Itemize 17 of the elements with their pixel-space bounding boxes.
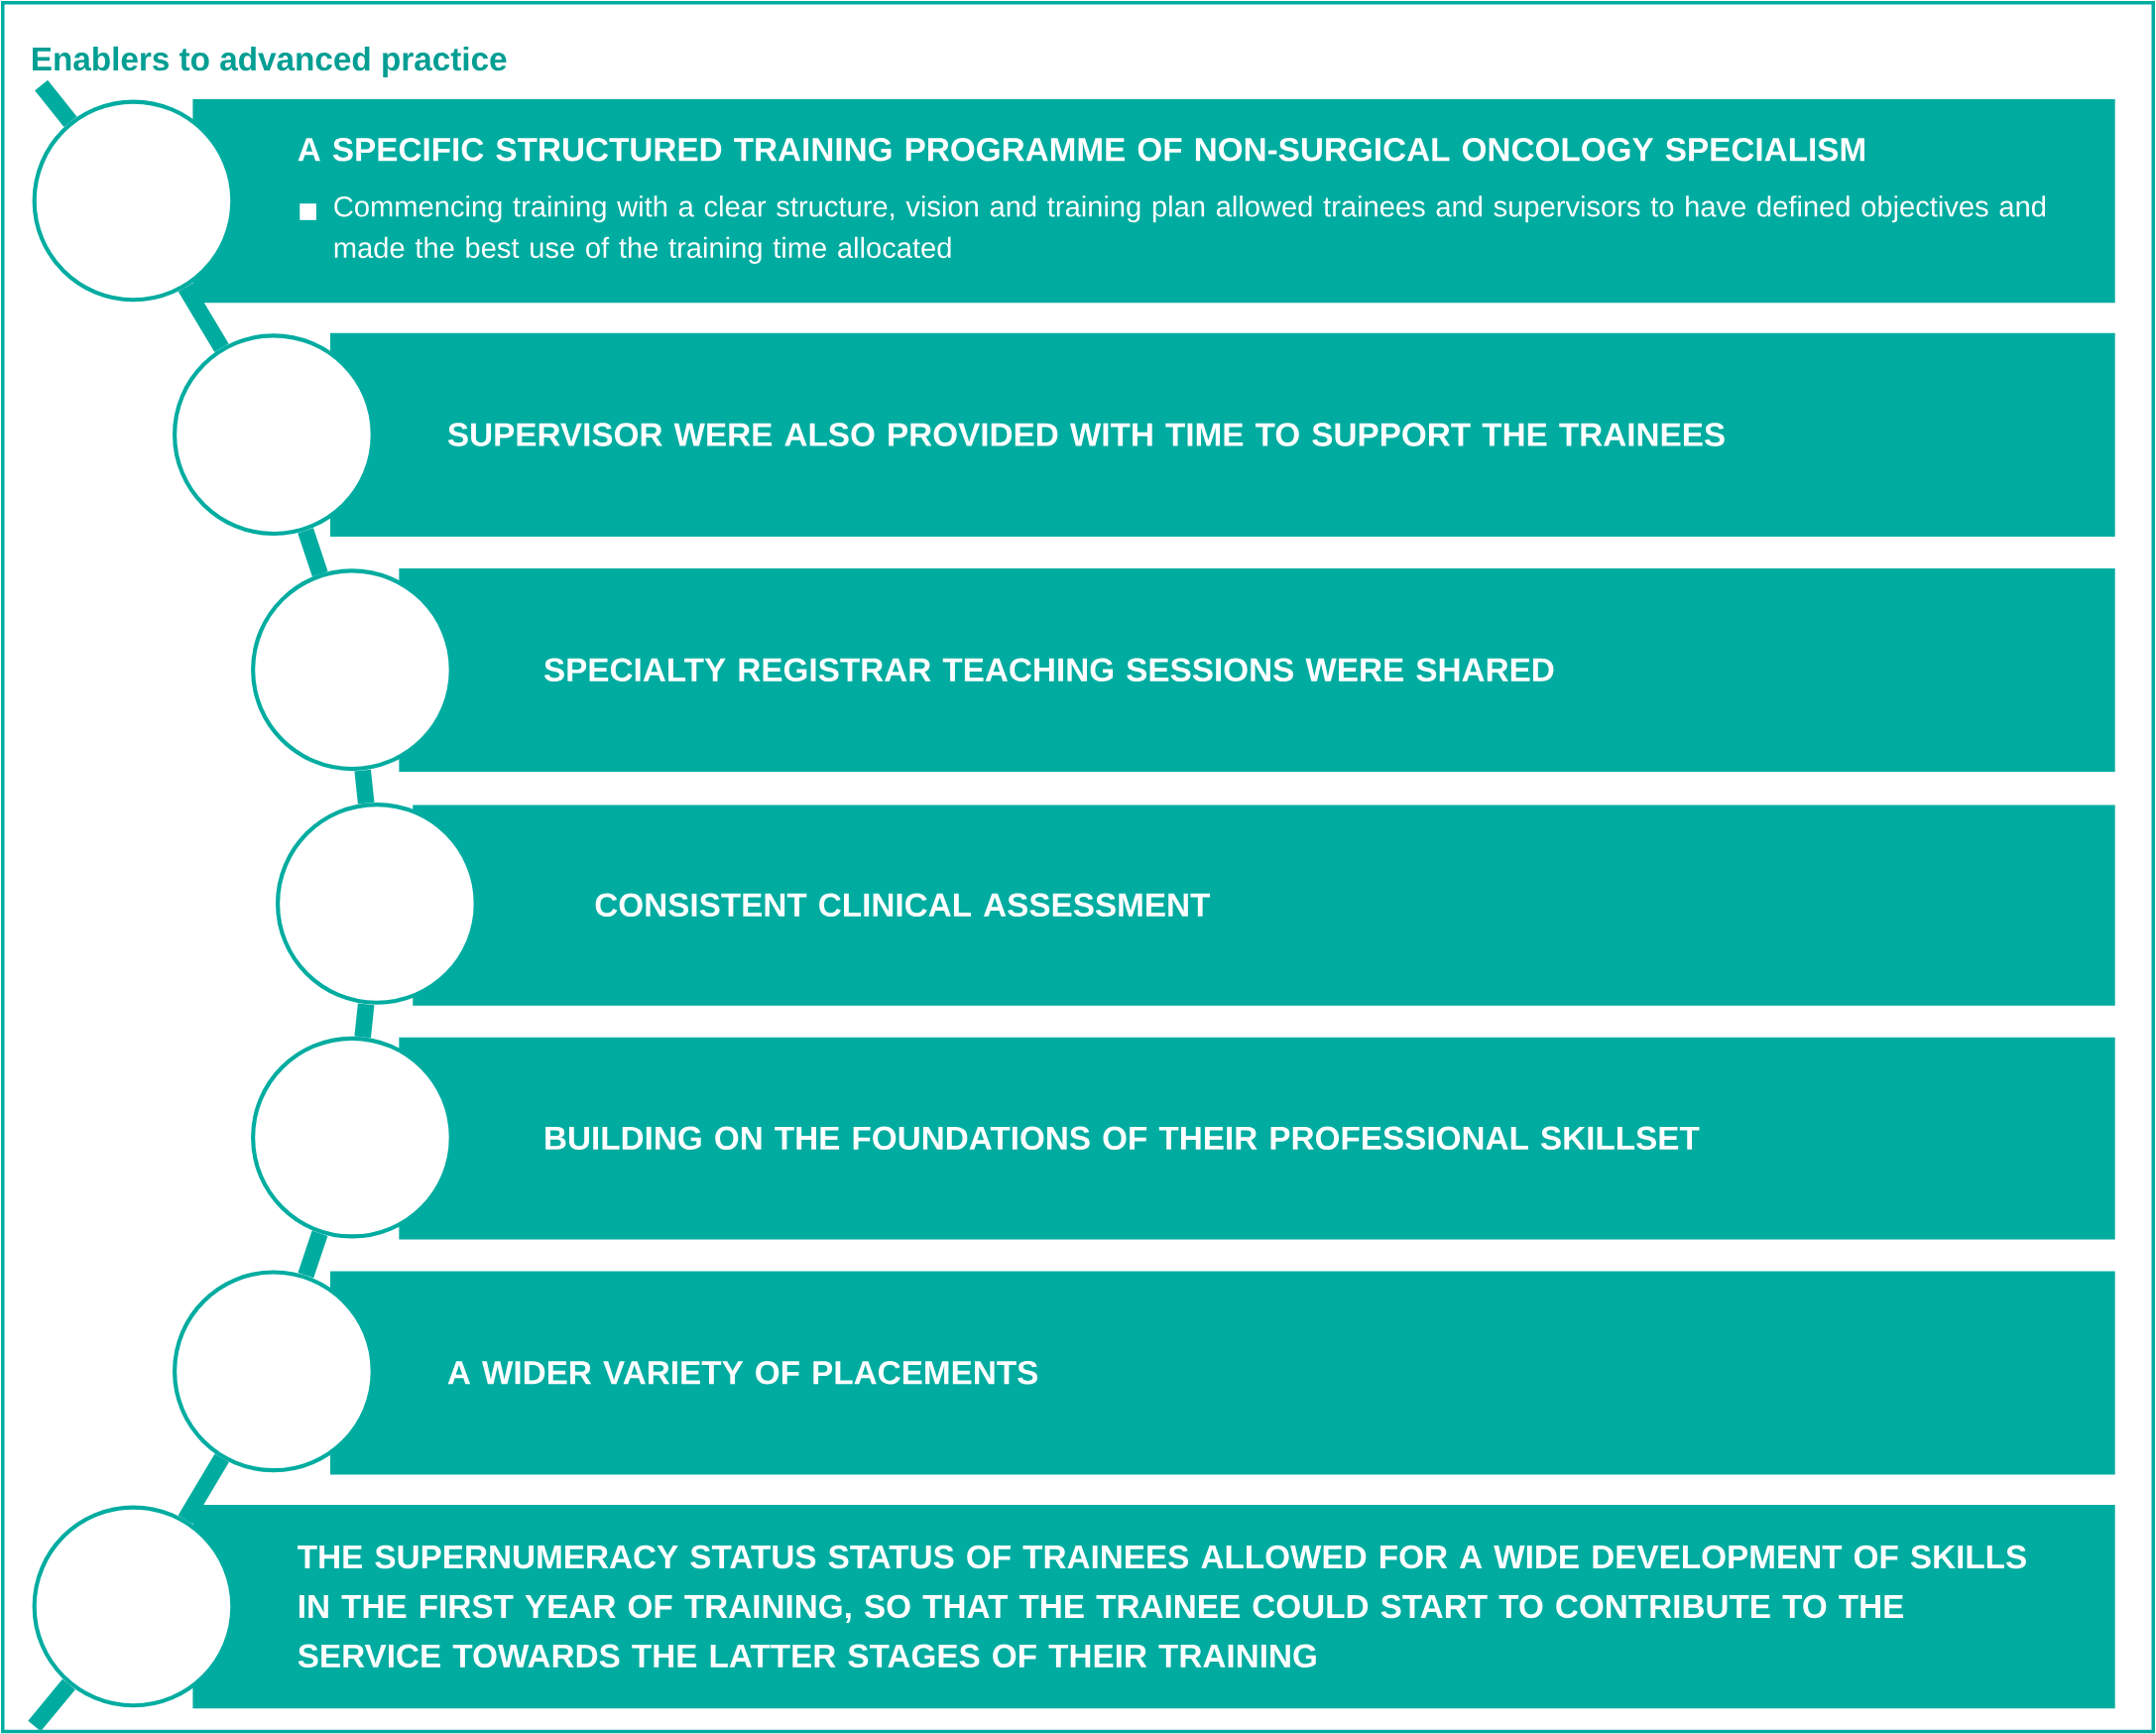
connector-line [354,769,375,805]
connector-line [298,528,328,576]
connector-line [178,283,229,352]
band: BUILDING ON THE FOUNDATIONS OF THEIR PROFESSIONAL SKILLSET [399,1037,2115,1240]
band: THE SUPERNUMERACY STATUS STATUS OF TRAINEES ALLOWED FOR A WIDE DEVELOPMENT OF SKILLS IN THE FIRST YEAR OF TRAINING, SO THAT THE TRAINEE COULD START TO CONTRIBUTE TO THE SERVICE TOWARDS THE LATTER STAGES OF THEIR TRAINING [192,1504,2115,1709]
connector-line [298,1230,328,1279]
connector-line [178,1453,229,1524]
connector-line [28,1678,75,1732]
band: SUPERVISOR WERE ALSO PROVIDED WITH TIME TO SUPPORT THE TRAINEES [330,332,2115,537]
connector-line [35,79,77,127]
connector-line [354,1003,375,1039]
band: A SPECIFIC STRUCTURED TRAINING PROGRAMME OF NON-SURGICAL ONCOLOGY SPECIALISM Commencing training with a clear structure, vision and training plan allowed trainees and supervisors to have defined objectives and made the best use of the training time allocated [192,98,2115,304]
band: A WIDER VARIETY OF PLACEMENTS [330,1271,2115,1475]
title: Enablers to advanced practice [33,46,507,77]
circle [32,1505,235,1708]
band: CONSISTENT CLINICAL ASSESSMENT [413,805,2115,1006]
band: SPECIALTY REGISTRAR TEACHING SESSIONS WERE SHARED [399,567,2115,772]
